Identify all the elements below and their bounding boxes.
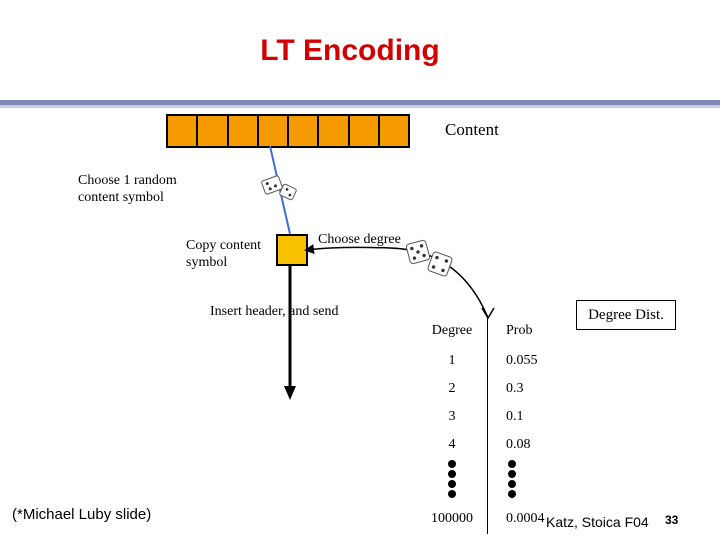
- prob-cell: 0.0004: [506, 511, 545, 526]
- degree-arrow-head: [481, 307, 495, 320]
- content-symbol: [289, 116, 320, 146]
- degree-dist-label: Degree Dist.: [576, 300, 676, 330]
- content-symbol: [168, 116, 199, 146]
- content-symbol: [259, 116, 289, 146]
- footer-authors: Katz, Stoica F04: [546, 514, 649, 530]
- dice-pair-icon: [427, 251, 453, 277]
- dice-pair-icon: [405, 239, 431, 265]
- dice-icon: [261, 175, 283, 195]
- table-row: 1 0.055: [417, 347, 558, 375]
- prob-cell: 0.055: [506, 353, 538, 368]
- content-symbol: [319, 116, 350, 146]
- title-divider-light: [0, 105, 720, 108]
- title-divider: [0, 100, 720, 105]
- slide-title: LT Encoding: [260, 34, 440, 67]
- insert-header-label: Insert header, and send: [210, 304, 339, 319]
- table-row: 100000 0.0004: [417, 504, 558, 534]
- choose-symbol-line2: content symbol: [78, 190, 164, 205]
- table-row: 3 0.1: [417, 403, 558, 431]
- prob-ellipsis: [488, 459, 558, 504]
- degree-cell: 1: [417, 347, 488, 375]
- choose-degree-label: Choose degree: [318, 232, 401, 247]
- prob-cell: 0.3: [506, 381, 524, 396]
- choose-symbol-label: Choose 1 random content symbol: [78, 172, 177, 206]
- prob-cell: 0.1: [506, 409, 524, 424]
- degree-cell: 4: [417, 431, 488, 459]
- copied-symbol-box: [276, 234, 308, 266]
- degree-cell: 2: [417, 375, 488, 403]
- degree-distribution-table: Degree Prob 1 0.055 2 0.3 3 0.1 4 0.08 1: [417, 315, 558, 534]
- page-number: 33: [665, 513, 679, 527]
- degree-cell: 100000: [417, 504, 488, 534]
- ellipsis-dots-icon: [448, 460, 456, 498]
- table-row: 4 0.08: [417, 431, 558, 459]
- ellipsis-row: [417, 459, 558, 504]
- copy-symbol-label: Copy content symbol: [186, 237, 261, 271]
- footer-credit: (*Michael Luby slide): [12, 506, 152, 523]
- send-arrow-head: [284, 386, 296, 400]
- table-header-degree: Degree: [417, 315, 488, 347]
- copy-line2: symbol: [186, 255, 228, 270]
- dice-icon: [279, 183, 297, 201]
- table-row: 2 0.3: [417, 375, 558, 403]
- choose-degree-arrow: [304, 244, 489, 319]
- ellipsis-dots-icon: [508, 460, 516, 498]
- prob-cell: 0.08: [506, 437, 531, 452]
- content-symbol: [350, 116, 380, 146]
- content-symbol: [229, 116, 259, 146]
- degree-ellipsis: [417, 459, 488, 504]
- table-header-prob: Prob: [506, 323, 533, 338]
- copy-line1: Copy content: [186, 238, 262, 253]
- content-symbol: [198, 116, 229, 146]
- table-header-row: Degree Prob: [417, 315, 558, 347]
- degree-cell: 3: [417, 403, 488, 431]
- choose-symbol-line1: Choose 1 random: [78, 173, 177, 188]
- content-label: Content: [445, 120, 499, 139]
- content-symbol-strip: [166, 114, 410, 148]
